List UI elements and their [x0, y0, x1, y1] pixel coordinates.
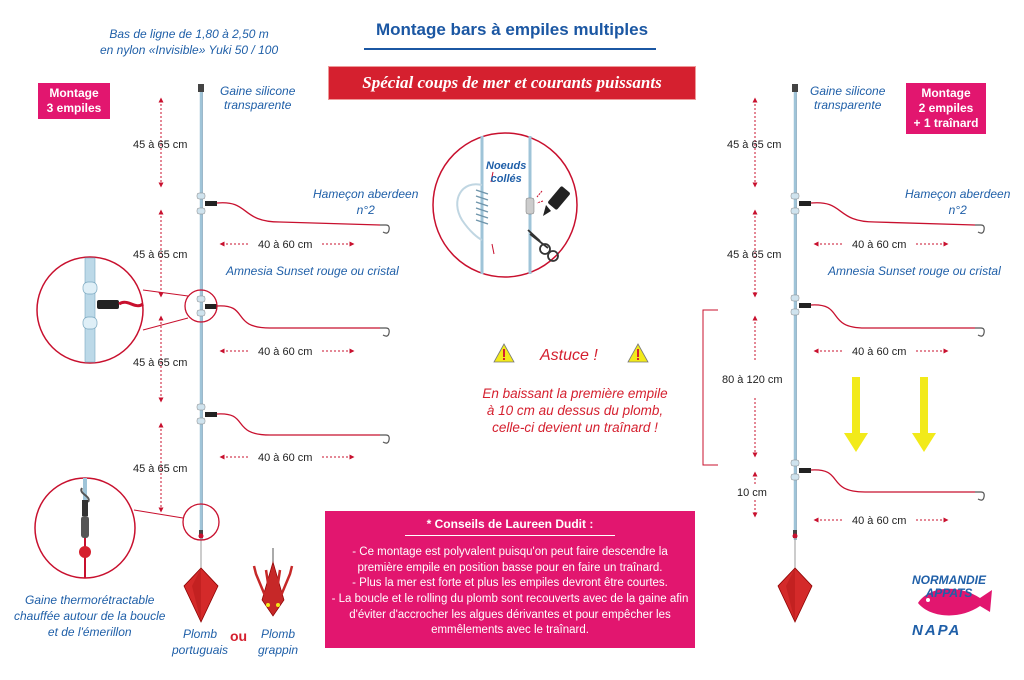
right-snood-2-length: 40 à 60 cm — [852, 346, 907, 358]
left-snood-3 — [205, 412, 390, 444]
left-gaine-label: Gaine silicone transparente — [220, 84, 296, 112]
knot-detail — [432, 132, 578, 278]
right-span-1: 45 à 65 cm — [727, 139, 782, 151]
down-arrow-icon — [912, 377, 936, 452]
advice-item-3: - La boucle et le rolling du plomb sont … — [331, 593, 689, 636]
advice-title-underline — [405, 535, 615, 536]
right-snood-1 — [799, 201, 985, 234]
page-title: Montage bars à empiles multiples — [375, 20, 649, 39]
left-span-1: 45 à 65 cm — [133, 139, 188, 151]
left-top-swivel — [198, 84, 204, 92]
brand-logo-text: NORMANDIE APPATS — [912, 573, 986, 600]
right-span-2: 45 à 65 cm — [727, 249, 782, 261]
tip-text: En baissant la première empile à 10 cm a… — [482, 386, 668, 435]
or-label: ou — [230, 628, 248, 644]
leader-spec: Bas de ligne de 1,80 à 2,50 m en nylon «… — [100, 27, 279, 57]
right-snood-1-length: 40 à 60 cm — [852, 239, 907, 251]
scissors-icon — [527, 229, 559, 262]
plomb-portugais-label: Plomb portuguais — [172, 627, 229, 657]
knot-label: Noeuds collés — [486, 160, 527, 185]
glue-bottle-icon — [543, 186, 570, 216]
left-span-2: 45 à 65 cm — [133, 249, 188, 261]
advice-box: * Conseils de Laureen Dudit : - Ce monta… — [325, 511, 695, 648]
left-sinker-grappin — [252, 548, 294, 617]
right-rig — [702, 84, 985, 623]
left-snood-1 — [205, 201, 390, 234]
left-snood-2 — [205, 304, 390, 337]
right-rig-label: Montage 2 empiles + 1 traînard — [906, 83, 986, 134]
left-rig-label: Montage 3 empiles — [38, 83, 110, 119]
left-span-4: 45 à 65 cm — [133, 463, 188, 475]
right-snood-3-length: 40 à 60 cm — [852, 515, 907, 527]
left-span-3: 45 à 65 cm — [133, 357, 188, 369]
left-snood-3-length: 40 à 60 cm — [258, 452, 313, 464]
thermo-label: Gaine thermorétractable chauffée autour … — [14, 593, 166, 639]
advice-title: * Conseils de Laureen Dudit : — [426, 517, 594, 531]
brand-logo-napa: NAPA — [912, 622, 962, 639]
tip-title: Astuce ! — [540, 347, 598, 364]
left-snood-1-length: 40 à 60 cm — [258, 239, 313, 251]
title-underline — [364, 48, 656, 50]
fish-logo-icon — [918, 588, 992, 616]
left-rig — [34, 84, 390, 623]
right-hook-label: Hameçon aberdeen n°2 — [905, 187, 1011, 217]
advice-item-1: - Ce montage est polyvalent puisqu'on pe… — [352, 546, 668, 574]
zoom-thermo-detail — [34, 477, 136, 579]
plomb-grappin-label: Plomb grappin — [258, 627, 299, 657]
right-snood-trainard — [799, 468, 985, 501]
advice-item-2: - Plus la mer est forte et plus les empi… — [352, 577, 668, 589]
zoom-swivel-detail — [36, 256, 144, 364]
left-snood-2-length: 40 à 60 cm — [258, 346, 313, 358]
right-gaine-label: Gaine silicone transparente — [810, 84, 886, 112]
right-amnesia-label: Amnesia Sunset rouge ou cristal — [828, 264, 1001, 278]
special-banner: Spécial coups de mer et courants puissan… — [329, 67, 695, 99]
right-span-4: 10 cm — [737, 487, 767, 499]
warning-icon — [627, 343, 649, 363]
warning-icon — [493, 343, 515, 363]
left-amnesia-label: Amnesia Sunset rouge ou cristal — [226, 264, 399, 278]
right-span-3: 80 à 120 cm — [722, 374, 783, 386]
down-arrow-icon — [844, 377, 868, 452]
left-hook-label: Hameçon aberdeen n°2 — [313, 187, 419, 217]
right-snood-2 — [799, 303, 985, 337]
